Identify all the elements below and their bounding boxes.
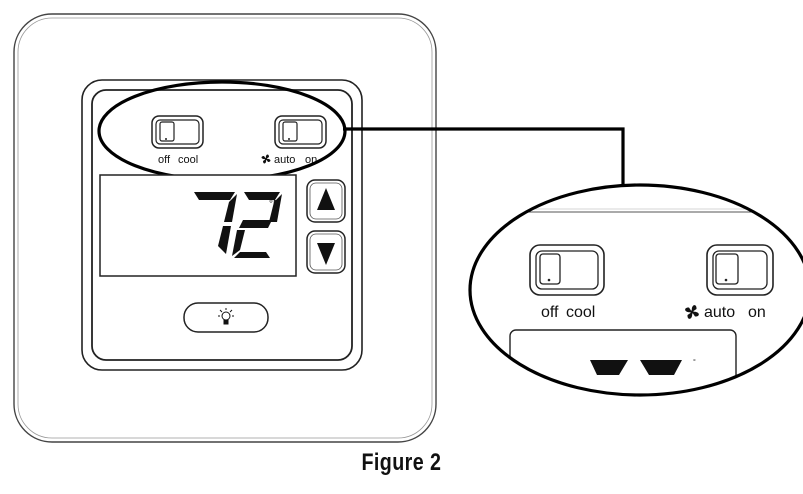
zoom-mode-off-label: off	[541, 304, 559, 321]
down-button[interactable]	[306, 230, 346, 274]
fan-icon	[261, 154, 271, 164]
zoom-mode-switch[interactable]	[529, 244, 605, 296]
temperature-digits	[194, 192, 282, 258]
zoom-mode-cool-label: cool	[566, 304, 595, 321]
zoom-callout: °	[468, 183, 803, 397]
zoom-fan-switch[interactable]	[706, 244, 774, 296]
zoom-fan-auto-label: auto	[704, 304, 735, 321]
zoom-fan-icon	[685, 305, 699, 319]
up-button[interactable]	[306, 179, 346, 223]
fan-switch[interactable]	[274, 115, 327, 149]
light-button[interactable]	[183, 302, 269, 333]
temperature-unit: °F	[269, 199, 279, 210]
up-arrow-icon	[317, 188, 335, 210]
mode-off-label: off	[158, 154, 171, 166]
light-bulb-icon	[218, 308, 234, 325]
mode-switch[interactable]	[151, 115, 204, 149]
zoom-fan-on-label: on	[748, 304, 766, 321]
mode-cool-label: cool	[178, 154, 198, 166]
svg-text:°: °	[693, 358, 696, 366]
leader-line	[343, 127, 625, 186]
down-arrow-icon	[317, 243, 335, 265]
figure-caption: Figure 2	[361, 449, 442, 476]
fan-auto-label: auto	[274, 154, 295, 166]
